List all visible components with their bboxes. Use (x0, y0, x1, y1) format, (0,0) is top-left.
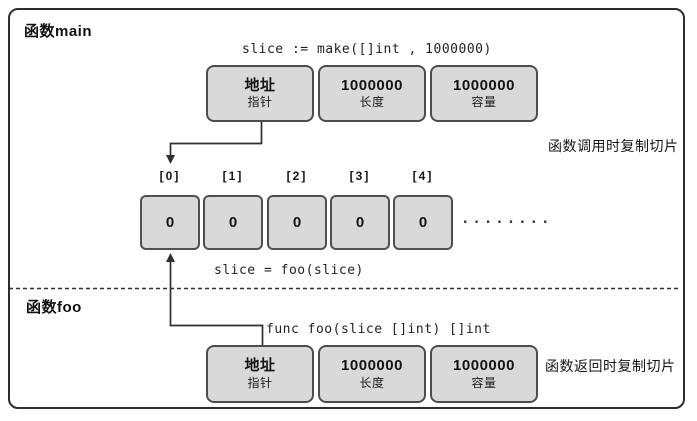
foo-length-value: 1000000 (341, 357, 403, 375)
array-cell-3: 0 (330, 195, 390, 250)
array-cell-0: 0 (140, 195, 200, 250)
return-copy-note: 函数返回时复制切片 (545, 358, 676, 374)
call-statement-code: slice = foo(slice) (214, 263, 364, 278)
array-index-3: [3] (349, 169, 371, 183)
array-cell-2: 0 (267, 195, 327, 250)
main-pointer-label: 指针 (247, 95, 273, 110)
main-slice-length-box: 1000000 长度 (318, 65, 426, 122)
foo-scope-label: 函数foo (26, 299, 82, 316)
array-index-4: [4] (412, 169, 434, 183)
func-signature-code: func foo(slice []int) []int (266, 322, 491, 337)
main-slice-capacity-box: 1000000 容量 (430, 65, 538, 122)
call-copy-note: 函数调用时复制切片 (548, 138, 679, 154)
main-scope-label: 函数main (24, 23, 93, 40)
foo-length-label: 长度 (359, 375, 385, 390)
main-capacity-label: 容量 (471, 95, 497, 110)
array-cell-1: 0 (203, 195, 263, 250)
array-index-1: [1] (222, 169, 244, 183)
array-index-2: [2] (286, 169, 308, 183)
main-slice-pointer-box: 地址 指针 (206, 65, 314, 122)
foo-pointer-value: 地址 (244, 357, 276, 375)
make-statement-code: slice := make([]int , 1000000) (242, 42, 492, 57)
main-capacity-value: 1000000 (453, 76, 515, 94)
foo-pointer-label: 指针 (247, 375, 273, 390)
foo-capacity-value: 1000000 (453, 357, 515, 375)
array-index-0: [0] (159, 169, 181, 183)
foo-capacity-label: 容量 (471, 375, 497, 390)
foo-slice-capacity-box: 1000000 容量 (430, 345, 538, 403)
array-ellipsis: ........ (461, 211, 553, 227)
main-length-value: 1000000 (341, 76, 403, 94)
main-length-label: 长度 (359, 95, 385, 110)
main-pointer-value: 地址 (244, 76, 276, 94)
foo-slice-pointer-box: 地址 指针 (206, 345, 314, 403)
array-cell-4: 0 (393, 195, 453, 250)
foo-slice-length-box: 1000000 长度 (318, 345, 426, 403)
